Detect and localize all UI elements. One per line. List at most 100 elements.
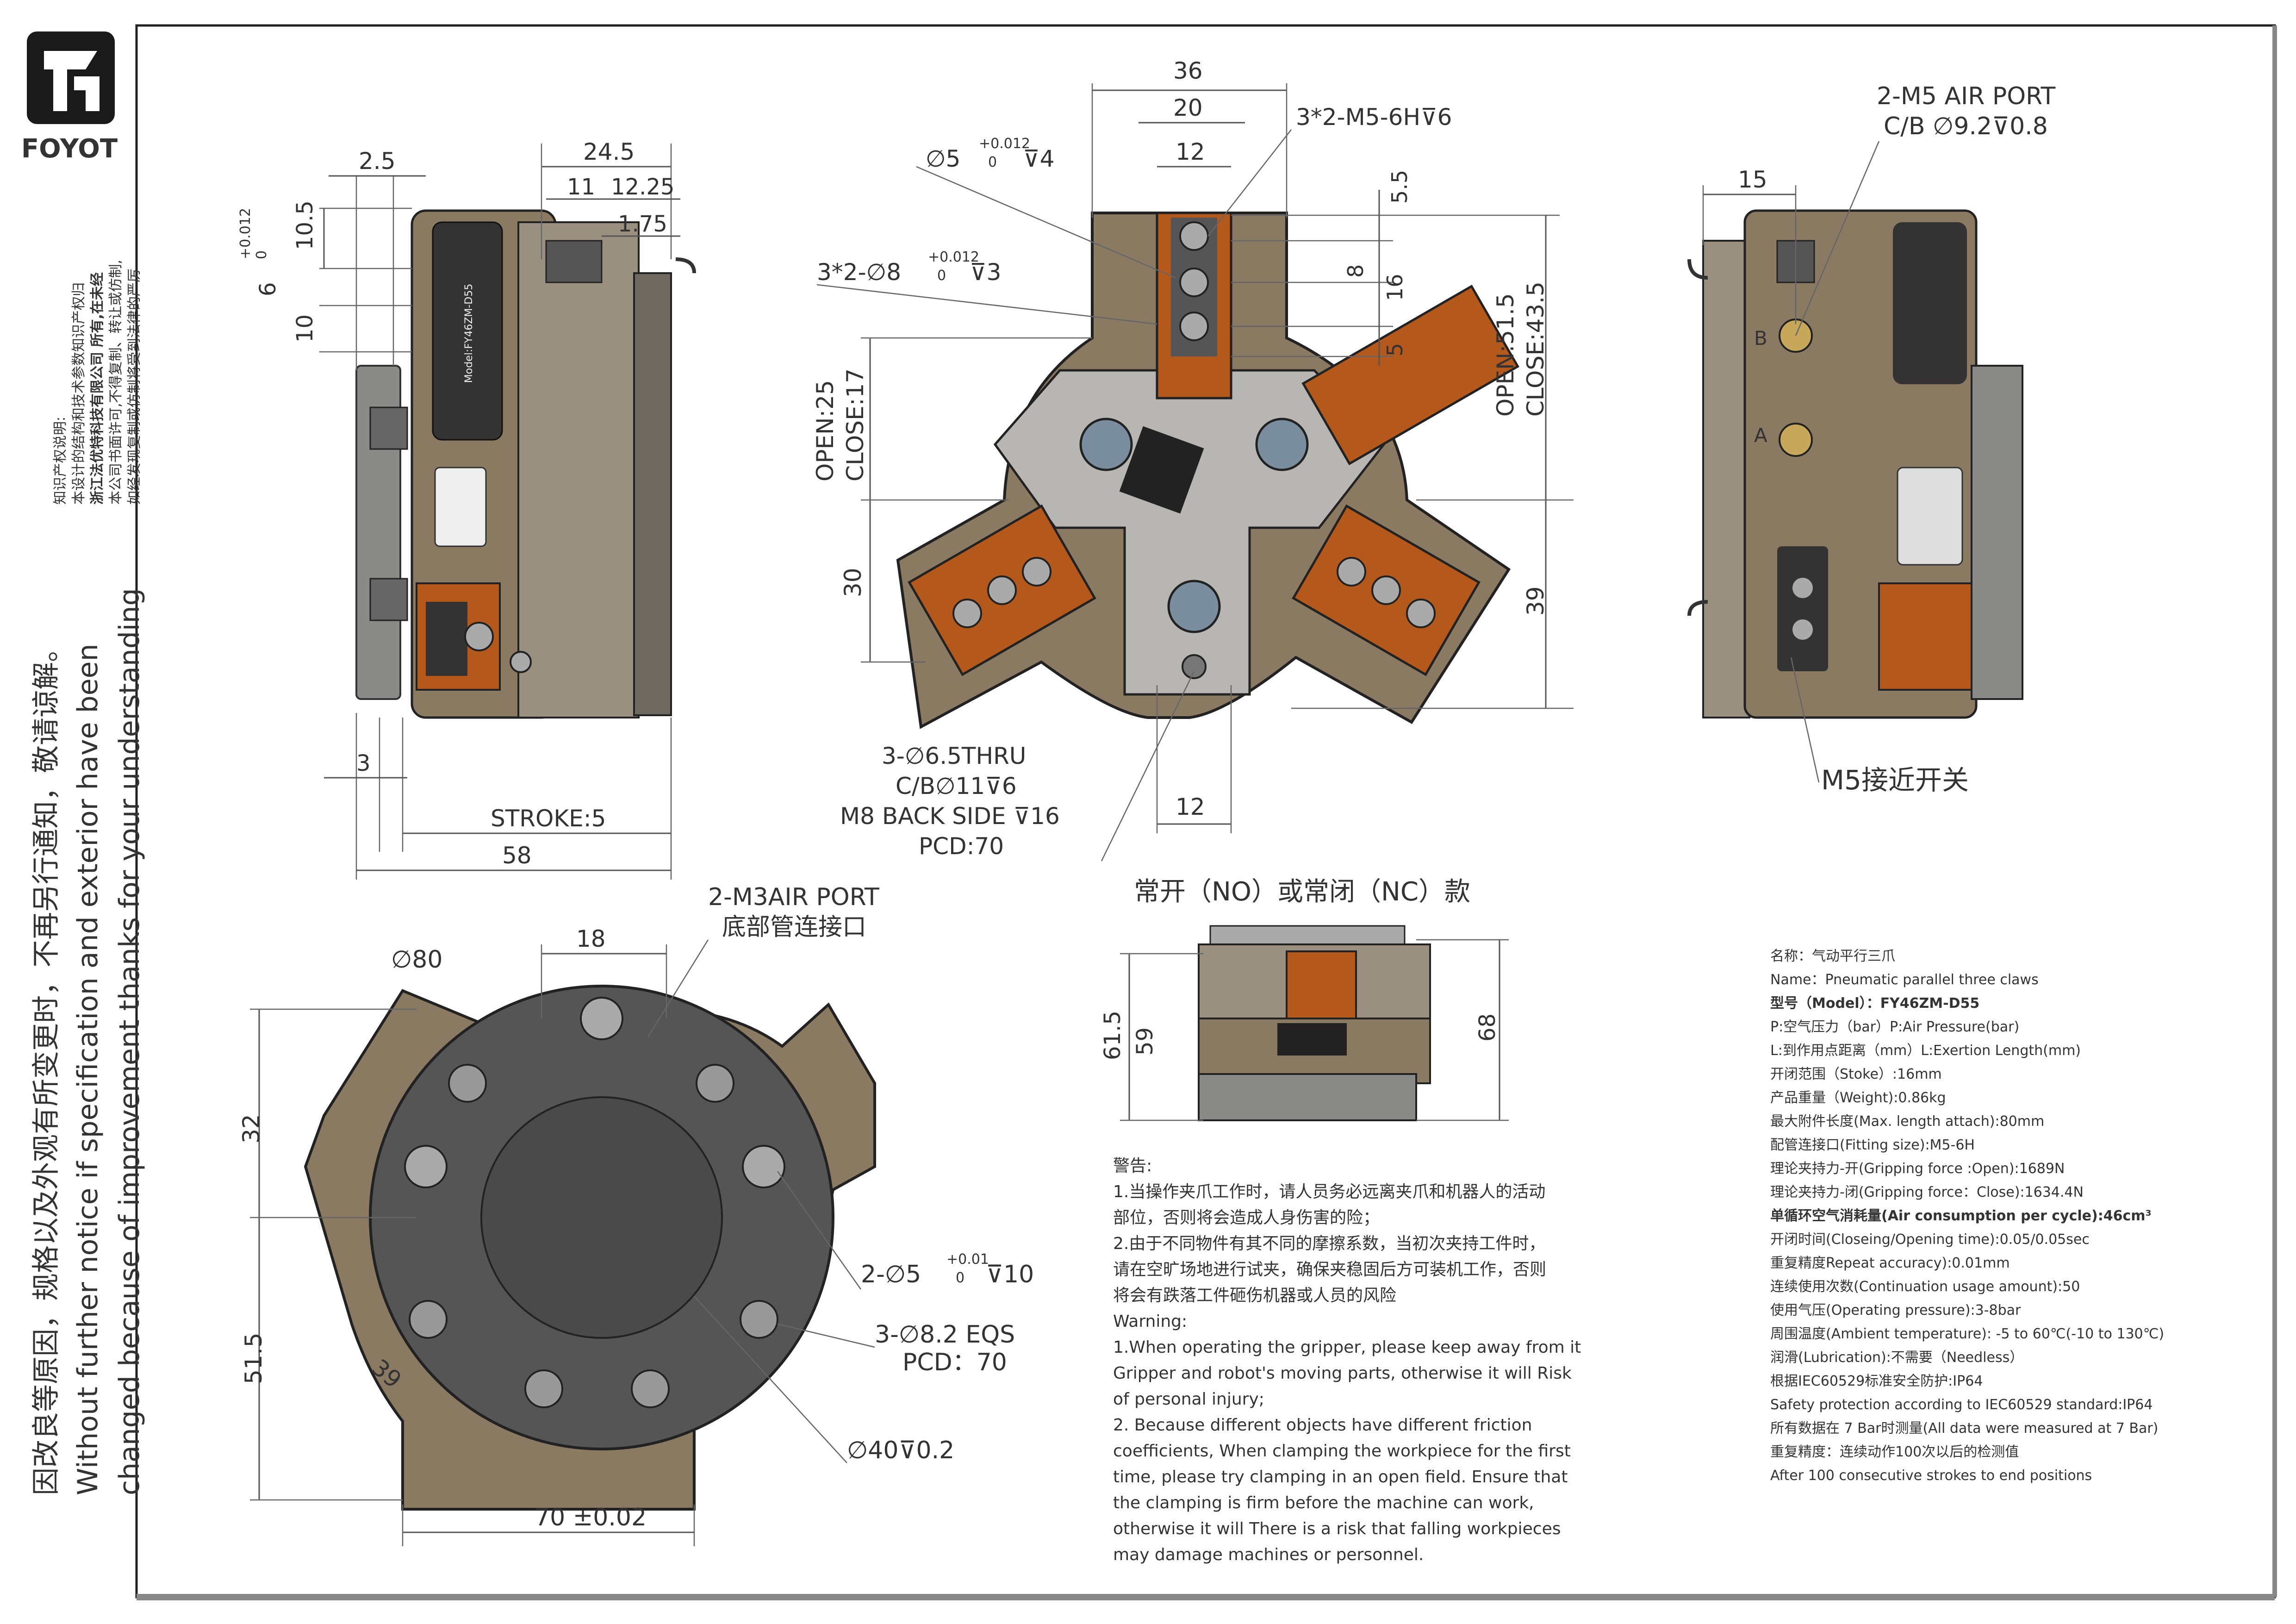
spec-line-8: 配管连接口(Fitting size):M5-6H bbox=[1770, 1137, 1975, 1153]
eqs-label: 3-∅8.2 EQS bbox=[875, 1321, 1015, 1349]
dim-24.5: 24.5 bbox=[583, 138, 635, 165]
pcd-label: PCD：70 bbox=[902, 1349, 1007, 1376]
side-view: Model:FY46ZM-D55 2.5 24.5 11 12.25 1.75 … bbox=[237, 138, 696, 880]
dim-5: 5 bbox=[1382, 343, 1407, 356]
nonc-view: 常开（NO）或常闭（NC）款 61.5 59 68 bbox=[1100, 877, 1509, 1121]
right-view: B A 15 2-M5 AIR PORT C/B ∅9.2⊽0.8 M5接近开关 bbox=[1687, 82, 2056, 796]
callout-m5: 3*2-M5-6H⊽6 bbox=[1296, 104, 1452, 131]
pin-zero: 0 bbox=[956, 1270, 964, 1286]
callout-pin2-tol: +0.012 bbox=[928, 249, 979, 265]
warning-line-9: of personal injury; bbox=[1113, 1390, 1264, 1409]
dim-8: 8 bbox=[1343, 264, 1368, 278]
callout-pin2: 3*2-∅8 bbox=[817, 259, 901, 286]
spec-line-0: 名称：气动平行三爪 bbox=[1770, 948, 1895, 964]
spec-line-15: 使用气压(Operating pressure):3-8bar bbox=[1770, 1302, 2021, 1318]
callout-pin2-depth: ⊽3 bbox=[970, 259, 1001, 286]
holes-line-1: C/B∅11⊽6 bbox=[896, 773, 1017, 800]
notice-en2: changed because of improvement thanks fo… bbox=[113, 588, 146, 1495]
warning-line-4: 请在空旷场地进行试夹，确保夹稳固后方可装机工作，否则 bbox=[1113, 1260, 1546, 1279]
tol-zero-side: 0 bbox=[254, 250, 270, 259]
warning-line-6: Warning: bbox=[1113, 1312, 1187, 1331]
spec-line-13: 重复精度Repeat accuracy):0.01mm bbox=[1770, 1255, 2010, 1271]
bottom-view: 18 ∅80 2-M3AIR PORT 底部管连接口 32 51.5 39 70… bbox=[238, 883, 1034, 1546]
spec-line-2: 型号（Model）：FY46ZM-D55 bbox=[1770, 995, 1979, 1012]
spec-line-14: 连续使用次数(Continuation usage amount):50 bbox=[1770, 1279, 2080, 1295]
warning-line-2: 部位，否则将会造成人身伤害的险； bbox=[1113, 1208, 1380, 1227]
brand-name: FOYOT bbox=[21, 134, 118, 164]
dim-18: 18 bbox=[576, 925, 606, 952]
copyright-line-0: 知识产权说明: bbox=[52, 417, 68, 505]
dim-1.75: 1.75 bbox=[618, 211, 667, 237]
port-cb: C/B ∅9.2⊽0.8 bbox=[1884, 112, 2048, 140]
callout-pin1-tol: +0.012 bbox=[979, 136, 1030, 152]
warning-line-14: otherwise it will There is a risk that f… bbox=[1113, 1519, 1561, 1538]
dim-10.5: 10.5 bbox=[292, 200, 318, 250]
dim-15: 15 bbox=[1738, 166, 1767, 193]
callout-pin2-zero: 0 bbox=[937, 268, 946, 284]
pin-label: 2-∅5 bbox=[861, 1261, 921, 1288]
notice-zh: 因改良等原因，规格以及外观有所变更时，不再另行通知，敬请谅解。 bbox=[30, 634, 62, 1495]
warning-line-10: 2. Because different objects have differ… bbox=[1113, 1416, 1532, 1435]
dim-51.5: 51.5 bbox=[240, 1333, 267, 1384]
holes-line-3: PCD:70 bbox=[919, 833, 1004, 860]
spec-line-22: After 100 consecutive strokes to end pos… bbox=[1770, 1468, 2092, 1484]
spec-line-19: Safety protection according to IEC60529 … bbox=[1770, 1397, 2153, 1413]
dim-6: 6 bbox=[255, 282, 281, 296]
open-25: OPEN:25 bbox=[812, 380, 839, 481]
spec-line-18: 根据IEC60529标准安全防护:IP64 bbox=[1770, 1373, 1983, 1389]
foyot-logo: FOYOT bbox=[21, 31, 118, 164]
specs-block: 名称：气动平行三爪 Name：Pneumatic parallel three … bbox=[1770, 948, 2164, 1484]
tol-plus-side: +0.012 bbox=[237, 208, 254, 259]
stroke-5: STROKE:5 bbox=[491, 805, 606, 832]
dim-10: 10 bbox=[292, 314, 318, 343]
dim-20: 20 bbox=[1173, 94, 1203, 121]
dim-11: 11 bbox=[567, 174, 595, 200]
dim-2.5: 2.5 bbox=[359, 148, 396, 175]
spec-line-4: L:到作用点距离（mm）L:Exertion Length(mm) bbox=[1770, 1043, 2081, 1059]
callout-pin1-depth: ⊽4 bbox=[1023, 145, 1054, 172]
dim-12.25: 12.25 bbox=[611, 174, 674, 200]
spec-line-20: 所有数据在 7 Bar时测量(All data were measured at… bbox=[1770, 1420, 2158, 1437]
holes-line-2: M8 BACK SIDE ⊽16 bbox=[840, 803, 1060, 830]
nonc-title: 常开（NO）或常闭（NC）款 bbox=[1134, 877, 1470, 907]
dim-58: 58 bbox=[502, 842, 532, 869]
notice-block: 因改良等原因，规格以及外观有所变更时，不再另行通知，敬请谅解。 Without … bbox=[30, 588, 146, 1495]
open-51.5: OPEN:51.5 bbox=[1492, 293, 1519, 417]
spec-line-12: 开闭时间(Closeing/Opening time):0.05/0.05sec bbox=[1770, 1231, 2090, 1248]
warning-line-13: the clamping is firm before the machine … bbox=[1113, 1493, 1534, 1512]
copyright-line-3: 本公司书面许可,不得复制、转让或仿制, bbox=[108, 260, 124, 505]
switch-label: M5接近开关 bbox=[1821, 764, 1969, 796]
dim-12-bottom: 12 bbox=[1176, 793, 1205, 820]
holes-line-0: 3-∅6.5THRU bbox=[882, 743, 1026, 769]
dim-59: 59 bbox=[1132, 1027, 1158, 1056]
close-43.5: CLOSE:43.5 bbox=[1522, 281, 1549, 417]
dim-16: 16 bbox=[1382, 274, 1407, 301]
warning-line-0: 警告: bbox=[1113, 1156, 1152, 1175]
dim-5.5: 5.5 bbox=[1387, 170, 1412, 204]
warning-block: 警告: 1.当操作夹爪工作时，请人员务必远离夹爪和机器人的活动 部位，否则将会造… bbox=[1113, 1156, 1581, 1564]
spec-line-6: 产品重量（Weight):0.86kg bbox=[1770, 1090, 1946, 1106]
spec-line-5: 开闭范围（Stoke）:16mm bbox=[1770, 1066, 1942, 1082]
spec-line-1: Name：Pneumatic parallel three claws bbox=[1770, 972, 2039, 988]
bottom-port-title: 2-M3AIR PORT bbox=[708, 883, 879, 911]
dim-61.5: 61.5 bbox=[1100, 1011, 1126, 1060]
dim-70: 70 ±0.02 bbox=[535, 1504, 647, 1531]
warning-line-3: 2.由于不同物件有其不同的摩擦系数，当初次夹持工件时， bbox=[1113, 1234, 1545, 1253]
dim-12-top: 12 bbox=[1176, 138, 1205, 165]
notice-en1: Without further notice if specification … bbox=[72, 643, 104, 1495]
pin-depth: ⊽10 bbox=[986, 1261, 1034, 1288]
warning-line-5: 将会有跌落工件砸伤机器或人员的风险 bbox=[1113, 1286, 1396, 1305]
port-b: B bbox=[1754, 327, 1767, 350]
warning-line-7: 1.When operating the gripper, please kee… bbox=[1113, 1338, 1581, 1357]
dim-36: 36 bbox=[1173, 57, 1203, 84]
spec-line-21: 重复精度：连续动作100次以后的检测值 bbox=[1770, 1444, 2019, 1460]
spec-line-17: 润滑(Lubrication):不需要（Needless） bbox=[1770, 1349, 2023, 1366]
copyright-line-4: 如经发现复制或仿制将受到法律的严厉 bbox=[126, 269, 143, 505]
dim-3: 3 bbox=[356, 750, 371, 776]
spec-line-11: 单循环空气消耗量(Air consumption per cycle):46cm… bbox=[1770, 1208, 2152, 1224]
spec-line-16: 周围温度(Ambient temperature): -5 to 60℃(-10… bbox=[1770, 1326, 2164, 1342]
warning-line-15: may damage machines or personnel. bbox=[1113, 1545, 1424, 1564]
copyright-line-2: 浙江法优特科技有限公司 所有,在未经 bbox=[89, 272, 106, 505]
top-view: 36 20 12 3*2-M5-6H⊽6 ∅5 +0.012 0 ⊽4 3*2-… bbox=[812, 57, 1574, 862]
